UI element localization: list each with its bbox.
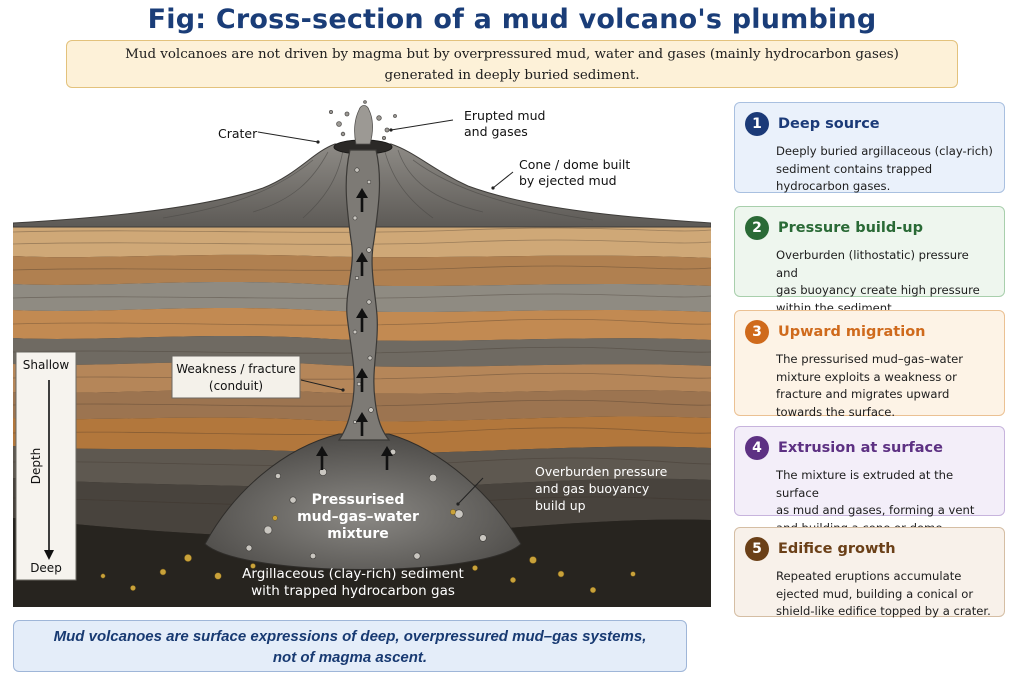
label-cone-2: by ejected mud [519, 173, 617, 188]
step-4-title: Extrusion at surface [778, 440, 943, 456]
conclusion-line-1: Mud volcanoes are surface expressions of… [53, 628, 647, 645]
step-1-text: sediment contains trapped [776, 161, 933, 176]
figure-title: Fig: Cross-section of a mud volcano's pl… [147, 4, 877, 35]
gas-bubbles [245, 167, 487, 560]
step-deep-source: 1 Deep source Deeply buried argillaceous… [734, 102, 1005, 193]
label-erupted-mud: Erupted mud [464, 108, 545, 123]
label-pressurised-2: mud–gas–water [297, 509, 419, 525]
label-weakness-2: (conduit) [209, 379, 263, 393]
step-5-text: shield-like edifice topped by a crater. [776, 604, 991, 618]
step-2-title: Pressure build-up [778, 220, 923, 236]
label-weakness-1: Weakness / fracture [176, 362, 295, 376]
step-3-text: The pressurised mud–gas–water [776, 352, 964, 366]
depth-label: Depth [29, 448, 43, 485]
upward-flow-arrows [316, 188, 393, 470]
step-1-text: hydrocarbon gases. [776, 179, 891, 193]
step-5-text: ejected mud, building a conical or [776, 586, 974, 601]
label-erupted-gases: and gases [464, 124, 528, 139]
step-2-number: 2 [745, 216, 769, 240]
step-extrusion-at-surface: 4 Extrusion at surface The mixture is ex… [734, 426, 1005, 535]
intro-line-2: generated in deeply buried sediment. [384, 68, 640, 83]
step-1-title: Deep source [778, 116, 880, 132]
depth-shallow-label: Shallow [23, 358, 70, 372]
label-overburden-3: build up [535, 498, 586, 513]
step-3-text: fracture and migrates upward [776, 387, 950, 401]
hydrocarbon-gas-droplets [100, 509, 636, 594]
conclusion-line-2: not of magma ascent. [272, 649, 428, 666]
label-cone-1: Cone / dome built [519, 157, 630, 172]
step-upward-migration: 3 Upward migration The pressurised mud–g… [734, 310, 1005, 419]
mud-chamber [204, 433, 522, 570]
mud-volcano-cross-section: Crater Erupted mud and gases Cone / dome… [13, 100, 711, 607]
step-5-title: Edifice growth [778, 541, 896, 557]
step-3-text: mixture exploits a weakness or [776, 369, 957, 384]
eruption-plume [328, 100, 397, 145]
label-crater: Crater [218, 126, 258, 141]
step-5-number: 5 [745, 537, 769, 561]
label-argillaceous-2: with trapped hydrocarbon gas [251, 583, 455, 599]
step-4-text: as mud and gases, forming a vent [776, 503, 975, 517]
label-pressurised-1: Pressurised [312, 492, 405, 508]
intro-line-1: Mud volcanoes are not driven by magma bu… [125, 47, 899, 62]
depth-axis: Shallow Depth Deep [15, 351, 77, 581]
label-argillaceous-1: Argillaceous (clay-rich) sediment [242, 566, 464, 582]
label-overburden-1: Overburden pressure [535, 464, 668, 479]
label-box-weakness [171, 355, 301, 399]
step-3-title: Upward migration [778, 324, 926, 340]
step-3-number: 3 [745, 320, 769, 344]
step-4-number: 4 [745, 436, 769, 460]
conclusion-box: Mud volcanoes are surface expressions of… [13, 620, 687, 672]
depth-deep-label: Deep [30, 561, 62, 575]
step-2-text: gas buoyancy create high pressure [776, 283, 980, 297]
conduit [337, 149, 391, 441]
label-overburden-2: and gas buoyancy [535, 481, 650, 496]
leader-lines [257, 119, 514, 506]
step-4-text: The mixture is extruded at the surface [776, 468, 954, 500]
step-5-text: Repeated eruptions accumulate [776, 569, 962, 583]
label-pressurised-3: mixture [327, 526, 388, 542]
step-1-number: 1 [745, 112, 769, 136]
step-1-text: Deeply buried argillaceous (clay-rich) [776, 144, 993, 158]
step-3-text: towards the surface. [776, 404, 896, 419]
step-edifice-growth: 5 Edifice growth Repeated eruptions accu… [734, 527, 1005, 618]
step-pressure-build-up: 2 Pressure build-up Overburden (lithosta… [734, 206, 1005, 315]
intro-box: Mud volcanoes are not driven by magma bu… [66, 40, 958, 88]
step-2-text: Overburden (lithostatic) pressure and [776, 248, 969, 280]
